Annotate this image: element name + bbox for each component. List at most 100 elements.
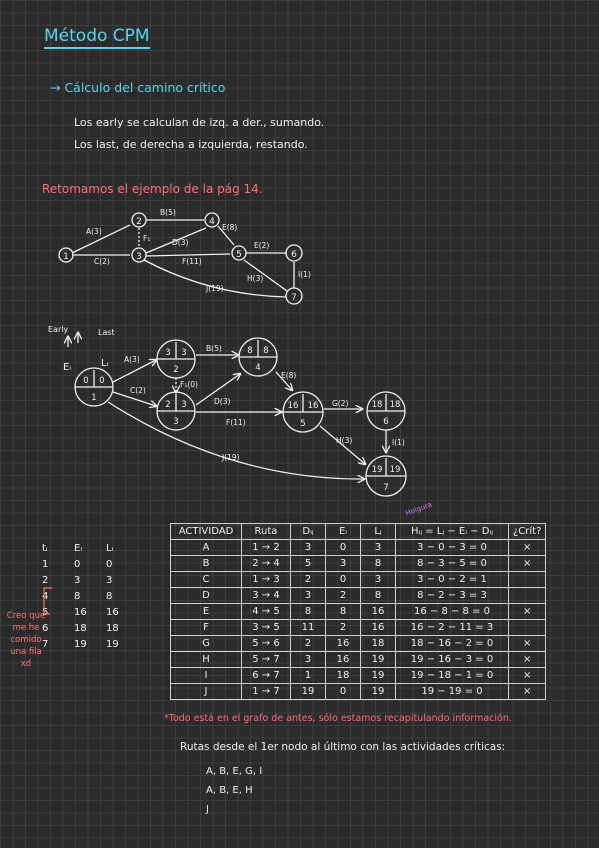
g2-edge-H: H(3) bbox=[336, 436, 352, 445]
cpm-cell: 1 bbox=[290, 667, 326, 684]
g2-node-4 bbox=[238, 337, 278, 377]
cpm-cell: 16 bbox=[360, 603, 396, 620]
et-header-ti: tᵢ bbox=[42, 542, 48, 554]
edge-D bbox=[145, 227, 207, 254]
et-cell: 1 bbox=[42, 558, 49, 570]
cpm-cell: × bbox=[507, 683, 547, 700]
et-cell: 6 bbox=[42, 622, 49, 634]
g2-node-6 bbox=[366, 391, 406, 431]
cpm-cell: 5 → 7 bbox=[241, 651, 291, 668]
section-subtitle: → Cálculo del camino crítico bbox=[50, 80, 226, 95]
g2-edge-D: D(3) bbox=[214, 397, 230, 406]
cpm-cell: 3 bbox=[325, 555, 361, 572]
edge-C bbox=[112, 391, 156, 406]
cpm-cell: × bbox=[507, 555, 547, 572]
et-header-ei: Eᵢ bbox=[74, 542, 83, 554]
cpm-cell: 19 − 19 = 0 bbox=[395, 683, 509, 700]
n1-e: 0 bbox=[83, 376, 88, 386]
g1-label-4: 4 bbox=[209, 217, 215, 227]
cpm-cell: 16 − 8 − 8 = 0 bbox=[395, 603, 509, 620]
cpm-cell: 19 bbox=[360, 683, 396, 700]
cpm-cell: 2 bbox=[290, 571, 326, 588]
col-lj: Lⱼ bbox=[360, 523, 396, 540]
g2-edge-C: C(2) bbox=[130, 386, 146, 395]
g1-node-3 bbox=[131, 247, 147, 263]
et-cell: 0 bbox=[74, 558, 81, 570]
n7-id: 7 bbox=[383, 483, 388, 493]
cpm-cell: 19 − 16 − 3 = 0 bbox=[395, 651, 509, 668]
cpm-cell: 5 bbox=[290, 555, 326, 572]
cpm-cell: 18 bbox=[325, 667, 361, 684]
cpm-cell: 1 → 2 bbox=[241, 539, 291, 556]
cpm-header-row: ACTIVIDAD Ruta Dᵢⱼ Eᵢ Lⱼ Hᵢⱼ = Lⱼ − Eᵢ −… bbox=[170, 523, 547, 540]
n1-l: 0 bbox=[99, 376, 104, 386]
ruta-3: J bbox=[206, 804, 209, 815]
cpm-cell: × bbox=[507, 603, 547, 620]
cpm-cell: 18 bbox=[360, 635, 396, 652]
et-cell: 19 bbox=[74, 638, 87, 650]
n3-l: 3 bbox=[181, 400, 186, 410]
cpm-cell: 1 → 3 bbox=[241, 571, 291, 588]
col-dij: Dᵢⱼ bbox=[290, 523, 326, 540]
g2-edge-G: G(2) bbox=[332, 399, 349, 408]
g1-edge-B: B(5) bbox=[160, 208, 176, 217]
cpm-cell: H bbox=[170, 651, 242, 668]
cpm-cell: 5 → 6 bbox=[241, 635, 291, 652]
col-hij: Hᵢⱼ = Lⱼ − Eᵢ − Dᵢⱼ bbox=[395, 523, 509, 540]
n1-id: 1 bbox=[91, 393, 96, 403]
g1-edge-H: H(3) bbox=[247, 274, 263, 283]
col-actividad: ACTIVIDAD bbox=[170, 523, 242, 540]
n6-id: 6 bbox=[383, 417, 388, 427]
col-ruta: Ruta bbox=[241, 523, 291, 540]
cpm-cell: 8 bbox=[360, 555, 396, 572]
n3-id: 3 bbox=[173, 417, 178, 427]
g1-label-2: 2 bbox=[136, 217, 142, 227]
cpm-cell: 3 → 5 bbox=[241, 619, 291, 636]
edge-E bbox=[275, 371, 292, 390]
n4-e: 8 bbox=[247, 346, 252, 356]
retomamos-text: Retomamos el ejemplo de la pág 14. bbox=[42, 182, 263, 196]
g1-edge-F1: F₁ bbox=[143, 234, 150, 243]
graph-detailed: Early Last Eᵢ Lᵢ 0 0 1 3 3 2 2 3 3 8 8 4… bbox=[48, 325, 407, 497]
g1-edge-D: D(3) bbox=[172, 238, 188, 247]
g1-edge-E8: E(8) bbox=[222, 223, 237, 232]
cpm-cell bbox=[507, 571, 547, 588]
page-title: Método CPM bbox=[44, 26, 150, 49]
et-cell: 5 bbox=[42, 606, 49, 618]
cpm-cell: 6 → 7 bbox=[241, 667, 291, 684]
g1-node-2 bbox=[131, 212, 147, 228]
n4-l: 8 bbox=[263, 346, 268, 356]
n7-l: 19 bbox=[390, 465, 401, 475]
edge-J bbox=[107, 401, 364, 479]
cpm-cell: C bbox=[170, 571, 242, 588]
cpm-cell: F bbox=[170, 619, 242, 636]
edge-E8 bbox=[217, 225, 235, 246]
cpm-cell: 19 bbox=[360, 667, 396, 684]
g1-node-4 bbox=[204, 212, 220, 228]
edge-D bbox=[195, 374, 240, 406]
intro-line-2: Los last, de derecha a izquierda, restan… bbox=[74, 138, 308, 151]
g2-node-7 bbox=[365, 455, 407, 497]
et-cell: 18 bbox=[74, 622, 87, 634]
n2-e: 3 bbox=[165, 348, 170, 358]
cpm-cell: 16 bbox=[325, 635, 361, 652]
n5-id: 5 bbox=[300, 419, 305, 429]
cpm-cell bbox=[507, 587, 547, 604]
n4-id: 4 bbox=[255, 363, 260, 373]
et-header-li: Lᵢ bbox=[106, 542, 114, 554]
g1-node-5 bbox=[231, 245, 247, 261]
g2-edge-I: I(1) bbox=[392, 438, 405, 447]
cpm-cell: 1 → 7 bbox=[241, 683, 291, 700]
edge-A bbox=[71, 224, 131, 254]
n5-e: 16 bbox=[288, 401, 299, 411]
cpm-cell: 2 → 4 bbox=[241, 555, 291, 572]
g2-node-3 bbox=[156, 391, 196, 431]
